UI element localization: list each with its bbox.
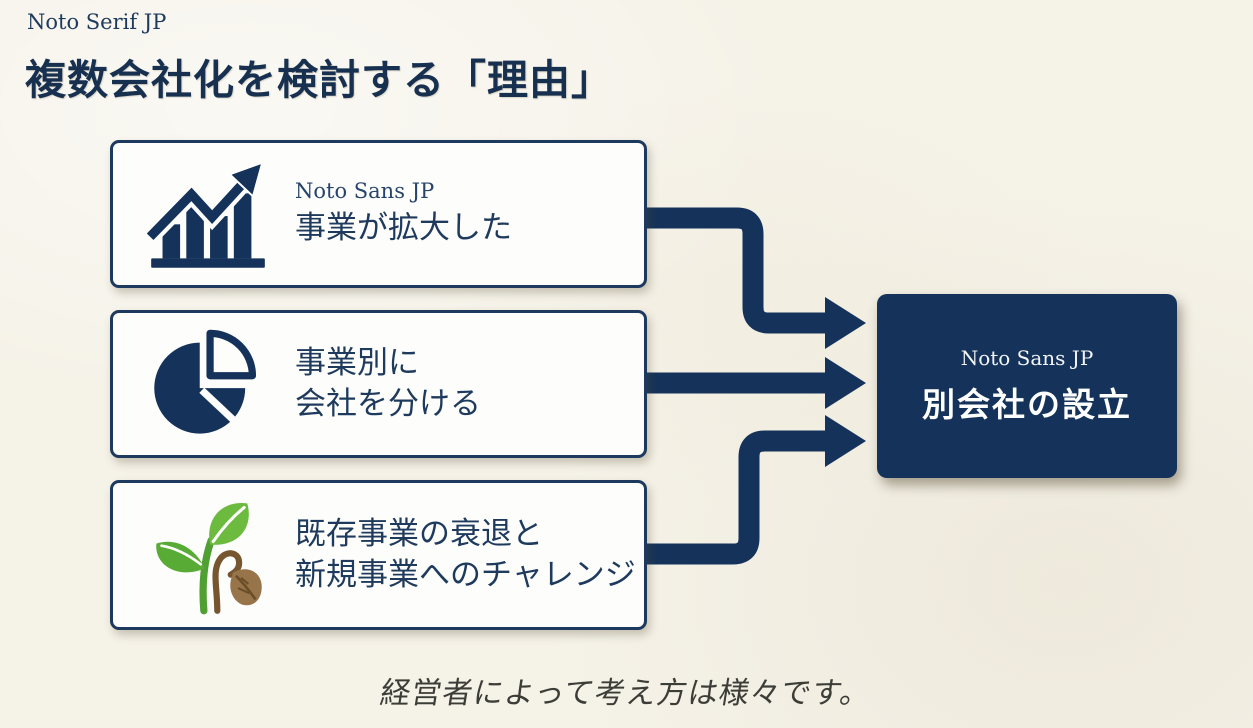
reason-card-decline-and-challenge: 既存事業の衰退と 新規事業へのチャレンジ — [110, 480, 647, 630]
result-font-label: Noto Sans JP — [960, 346, 1094, 370]
card-text-line: 事業別に — [295, 345, 419, 381]
arrow-reason1-head — [825, 297, 866, 349]
card-text-line: 会社を分ける — [295, 386, 481, 422]
reason-2-text: 事業別に 会社を分ける — [295, 343, 481, 425]
result-card-new-company: Noto Sans JP 別会社の設立 — [877, 294, 1177, 478]
sprout-with-wilted-leaf-icon — [146, 493, 270, 617]
arrow-reason2-head — [825, 357, 866, 409]
card-font-label: Noto Sans JP — [295, 179, 435, 203]
arrow-reason3-line — [644, 430, 828, 565]
arrow-reason1-line — [644, 207, 828, 334]
title-font-label: Noto Serif JP — [27, 10, 167, 34]
page-title: 複数会社化を検討する「理由」 — [25, 56, 613, 104]
reason-card-business-expanded: Noto Sans JP 事業が拡大した — [110, 140, 647, 288]
reason-1-text: Noto Sans JP 事業が拡大した — [295, 179, 512, 249]
card-text-line: 新規事業へのチャレンジ — [295, 557, 636, 593]
caption-text: 経営者によって考え方は様々です。 — [377, 676, 875, 711]
card-text-line: 事業が拡大した — [295, 210, 512, 246]
caption-row: 経営者によって考え方は様々です。 — [0, 668, 1253, 712]
arrow-reason3-head — [825, 415, 866, 467]
pie-chart-icon — [146, 322, 270, 446]
card-text-line: 既存事業の衰退と — [295, 516, 543, 552]
bar-chart-growth-icon — [146, 152, 270, 276]
reason-3-text: 既存事業の衰退と 新規事業へのチャレンジ — [295, 514, 636, 596]
result-title: 別会社の設立 — [922, 385, 1132, 424]
reason-card-split-by-business: 事業別に 会社を分ける — [110, 310, 647, 458]
